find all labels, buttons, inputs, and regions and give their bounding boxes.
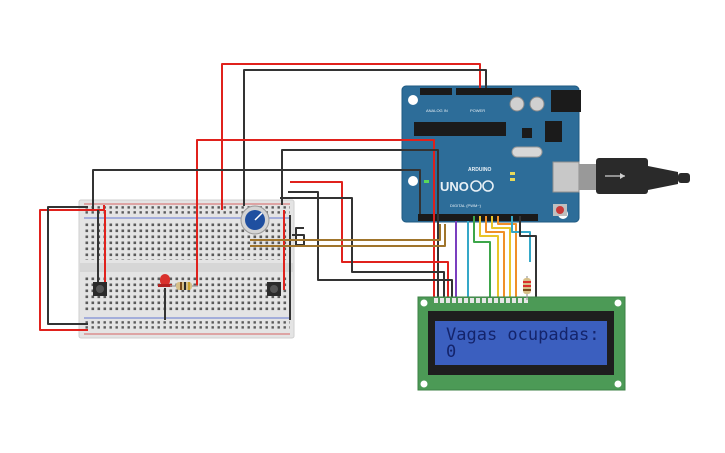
resistor[interactable] <box>170 282 198 290</box>
wire-5v <box>221 63 481 210</box>
wire-lcd-gnd <box>281 149 439 300</box>
wire-black-right2 <box>288 191 453 300</box>
mount-hole <box>408 95 418 105</box>
icsp-header <box>545 121 562 142</box>
power-jack <box>551 90 581 112</box>
center-channel <box>80 263 293 272</box>
reset-icon <box>556 206 564 214</box>
digital-label: DIGITAL (PWM~) <box>450 203 482 208</box>
wire-brown-2 <box>250 224 446 247</box>
usb-symbol-icon <box>605 173 625 179</box>
lcd-screen <box>435 321 607 365</box>
digital-header[interactable] <box>418 214 538 221</box>
lcd-mount-hole <box>614 299 622 307</box>
usb-cable <box>579 158 690 194</box>
wire-lcd-k <box>519 216 537 300</box>
top-power-rail <box>85 205 290 216</box>
lcd-resistor[interactable] <box>523 276 531 300</box>
capacitor <box>529 96 545 112</box>
pushbutton-right[interactable] <box>267 282 281 296</box>
bottom-power-rail <box>85 320 290 331</box>
wire-black-right <box>280 197 445 300</box>
lcd-mount-hole <box>420 299 428 307</box>
lcd-pin-header <box>434 298 528 303</box>
lcd-line-2: 0 <box>446 342 456 362</box>
wire-red-left <box>39 205 105 331</box>
pushbutton-left[interactable] <box>93 282 107 296</box>
wire-brown-1 <box>250 224 441 241</box>
arduino-uno-label: UNO <box>440 179 469 194</box>
wire-black-left <box>47 206 88 325</box>
power-header[interactable] <box>456 88 512 95</box>
power-label: POWER <box>470 108 485 113</box>
analog-header[interactable] <box>420 88 452 95</box>
lcd-16x2: Vagas ocupadas: 0 <box>417 296 626 391</box>
atmega-chip <box>414 122 506 136</box>
usb-chip <box>522 128 532 138</box>
arduino-infinity-icon <box>470 180 494 192</box>
mount-hole <box>408 176 418 186</box>
lcd-line-1: Vagas ocupadas: <box>446 325 600 345</box>
capacitor <box>509 96 525 112</box>
tx-led <box>510 172 515 175</box>
wire-yellow-1 <box>479 216 499 300</box>
breadboard <box>78 199 295 339</box>
wire-lcd-vcc <box>196 139 435 300</box>
lcd-mount-hole <box>420 380 428 388</box>
rx-led <box>510 178 515 181</box>
usb-port <box>552 161 580 193</box>
potentiometer[interactable] <box>240 205 270 235</box>
bottom-terminal-strip <box>85 275 290 313</box>
crystal <box>511 146 543 158</box>
arduino-maker-label: ARDUINO <box>468 167 491 173</box>
wire-red-right <box>290 181 449 300</box>
wire-gnd-left <box>92 169 421 214</box>
wire-yellow-2 <box>491 216 511 300</box>
red-led[interactable] <box>158 274 172 287</box>
analog-in-label: ANALOG IN <box>426 108 448 113</box>
on-led <box>424 180 429 183</box>
wire-green <box>473 216 491 300</box>
wire-orange-1 <box>485 216 505 300</box>
arduino-uno[interactable]: ANALOG IN POWER UNO ARDUINO DIGITAL (PWM… <box>401 85 581 223</box>
wire-orange-2 <box>497 216 517 300</box>
lcd-mount-hole <box>614 380 622 388</box>
wire-gnd-top <box>243 69 487 206</box>
wires <box>39 63 537 331</box>
